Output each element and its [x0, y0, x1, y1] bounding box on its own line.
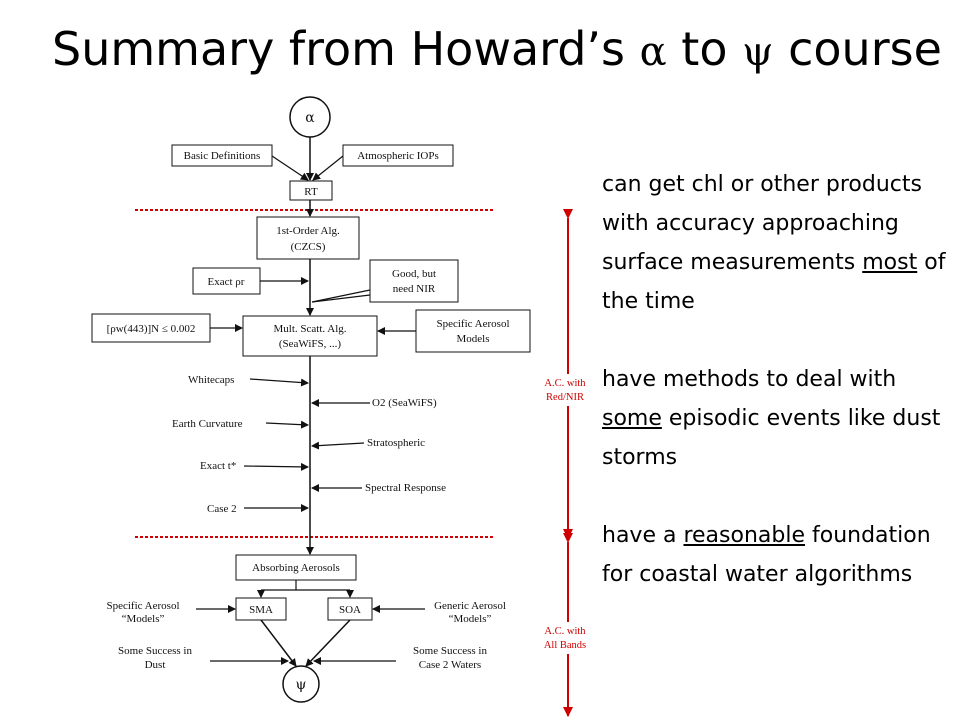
pointer-good-need-nir [311, 289, 371, 303]
arrow-whitecaps [249, 378, 309, 387]
ac-all-label-2: All Bands [544, 640, 586, 651]
absorbing-aerosols-box [235, 554, 357, 581]
notes-panel: can get chl or other products with accur… [602, 165, 957, 633]
note-coastal-emphasis: reasonable [683, 523, 805, 548]
title-suffix: course [773, 22, 942, 76]
arrow-exact-t [243, 462, 309, 471]
atmospheric-iops-label: Atmospheric IOPs [357, 150, 439, 162]
specific-models-label-1: Specific Aerosol [106, 600, 179, 612]
arrow-earth-curvature [265, 420, 309, 429]
arrow-basic-rt [271, 155, 309, 181]
specific-aerosol-label-2: Models [457, 333, 490, 345]
good-need-nir-label-1: Good, but [392, 268, 436, 280]
success-dust-label-1: Some Success in [118, 645, 192, 657]
exact-rho-label: Exact ρr [208, 276, 245, 288]
success-case2-label-1: Some Success in [413, 645, 487, 657]
alpha-node-label: α [305, 110, 315, 126]
pointer-good-need-nir-2 [311, 294, 371, 303]
note-episodic-emphasis: some [602, 406, 662, 431]
exact-t-label: Exact t* [200, 460, 236, 472]
mult-scatt-label-2: (SeaWiFS, ...) [279, 338, 342, 350]
exact-rho-box [192, 267, 261, 295]
specific-models-label-2: “Models” [122, 613, 165, 625]
specific-aerosol-box [415, 309, 531, 353]
sma-label: SMA [249, 604, 273, 616]
first-order-label-1: 1st-Order Alg. [276, 225, 340, 237]
absorbing-aerosols-label: Absorbing Aerosols [252, 562, 340, 574]
first-order-box [256, 216, 360, 260]
psi-node-label: ψ [296, 677, 307, 693]
generic-models-label-1: Generic Aerosol [434, 600, 506, 612]
basic-definitions-label: Basic Definitions [184, 150, 261, 162]
mult-scatt-label-1: Mult. Scatt. Alg. [273, 323, 346, 335]
success-case2-label-2: Case 2 Waters [419, 659, 481, 671]
specific-aerosol-label-1: Specific Aerosol [436, 318, 509, 330]
spectral-response-label: Spectral Response [365, 482, 446, 494]
red-label-bg-1 [530, 374, 600, 406]
ac-red-label-2: Red/NIR [546, 392, 584, 403]
note-episodic-text-2: episodic events like dust storms [602, 406, 941, 470]
note-accuracy-emphasis: most [862, 250, 918, 275]
stratospheric-label: Stratospheric [367, 437, 425, 449]
soa-label: SOA [339, 604, 361, 616]
note-episodic: have methods to deal with some episodic … [602, 360, 957, 477]
first-order-label-2: (CZCS) [291, 241, 326, 253]
generic-models-label-2: “Models” [449, 613, 492, 625]
note-coastal-text-1: have a [602, 523, 684, 548]
slide-title: Summary from Howard’s α to ψ course [52, 22, 942, 76]
basic-definitions-box [171, 144, 273, 167]
ac-all-label-1: A.C. with [544, 626, 586, 637]
o2-label: O2 (SeaWiFS) [372, 397, 437, 409]
note-coastal-text-2: foundation for coastal water algorithms [602, 523, 931, 587]
title-alpha: α [639, 29, 667, 75]
arrow-stratospheric [311, 441, 365, 450]
psi-node [282, 665, 320, 703]
rt-box [289, 180, 333, 201]
case2-label: Case 2 [207, 503, 237, 515]
ac-red-label-1: A.C. with [544, 378, 586, 389]
red-label-bg-2 [528, 622, 602, 654]
note-coastal: have a reasonable foundation for coastal… [602, 516, 957, 594]
title-prefix: Summary from Howard’s [52, 22, 640, 76]
arrow-sma-psi [260, 619, 297, 667]
note-accuracy-text-2: of the time [602, 250, 946, 314]
atmospheric-iops-box [342, 144, 454, 167]
title-psi: ψ [742, 29, 774, 75]
title-middle: to [666, 22, 743, 76]
rt-label: RT [304, 186, 318, 198]
note-accuracy-text-1: can get chl or other products with accur… [602, 172, 922, 275]
good-need-nir-box [369, 259, 459, 303]
whitecaps-label: Whitecaps [188, 374, 234, 386]
note-accuracy: can get chl or other products with accur… [602, 165, 957, 321]
mult-scatt-box [242, 315, 378, 357]
criterion-label: [ρw(443)]N ≤ 0.002 [107, 323, 196, 335]
good-need-nir-label-2: need NIR [393, 283, 436, 295]
arrow-soa-psi [305, 619, 351, 667]
note-episodic-text-1: have methods to deal with [602, 367, 897, 392]
arrow-iops-rt [312, 155, 344, 181]
earth-curvature-label: Earth Curvature [172, 418, 243, 430]
criterion-box [91, 313, 211, 343]
success-dust-label-2: Dust [145, 659, 166, 671]
